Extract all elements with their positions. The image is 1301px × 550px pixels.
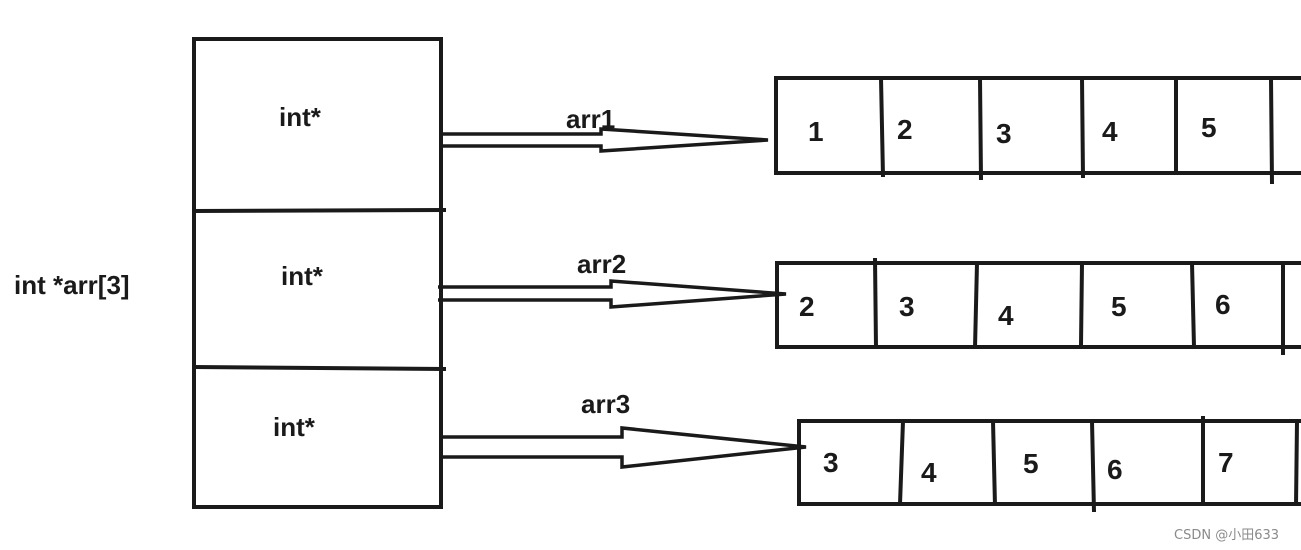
pointer-cell-divider	[193, 365, 447, 371]
array-cell-divider	[879, 77, 885, 178]
array-cell-value: 6	[1107, 454, 1123, 485]
pointer-cell-label: int*	[281, 261, 324, 291]
array-cell-value: 3	[996, 118, 1012, 149]
array-outline	[774, 76, 1301, 175]
watermark: CSDN @小田633	[1174, 528, 1279, 543]
array-cell-divider	[873, 257, 878, 349]
arrow-label: arr1	[566, 104, 615, 134]
arrow-arr2	[438, 279, 787, 309]
pointer-cell-label: int*	[273, 412, 316, 442]
array-outline	[797, 419, 1301, 506]
array-cell-value: 5	[1023, 448, 1039, 479]
array-cell-value: 4	[921, 457, 937, 488]
array-cell-value: 3	[899, 291, 915, 322]
array-cell-divider	[973, 262, 979, 349]
array-outline	[775, 261, 1301, 349]
array-cell-value: 2	[799, 291, 815, 322]
array-cell-divider	[978, 77, 983, 181]
declaration-label: int *arr[3]	[14, 270, 130, 300]
array-cell-divider	[991, 420, 997, 507]
array-cell-divider	[1294, 420, 1299, 507]
pointer-array-box	[192, 37, 447, 509]
arrow-arr1	[441, 127, 769, 153]
arrow-arr3	[441, 426, 807, 469]
pointer-cell-divider	[193, 208, 447, 213]
target-array-arr1	[774, 76, 1301, 185]
arrow-label: arr3	[581, 389, 630, 419]
array-cell-value: 5	[1201, 112, 1217, 143]
array-cell-value: 5	[1111, 291, 1127, 322]
pointer-array-outline	[192, 37, 443, 509]
array-cell-value: 4	[1102, 116, 1118, 147]
array-cell-value: 2	[897, 114, 913, 145]
array-cell-divider	[1269, 77, 1274, 185]
arrow-label: arr2	[577, 249, 626, 279]
target-array-arr3	[797, 416, 1301, 513]
array-cell-divider	[1090, 420, 1096, 513]
array-cell-value: 1	[808, 116, 824, 147]
array-cell-divider	[898, 420, 905, 505]
array-cell-value: 3	[823, 447, 839, 478]
array-cell-value: 4	[998, 300, 1014, 331]
array-cell-value: 7	[1218, 447, 1234, 478]
array-cell-value: 6	[1215, 289, 1231, 320]
array-cell-divider	[1079, 262, 1084, 346]
array-cell-divider	[1080, 77, 1085, 179]
target-array-arr2	[775, 257, 1301, 355]
pointer-cell-label: int*	[279, 102, 322, 132]
array-cell-divider	[1190, 262, 1196, 348]
